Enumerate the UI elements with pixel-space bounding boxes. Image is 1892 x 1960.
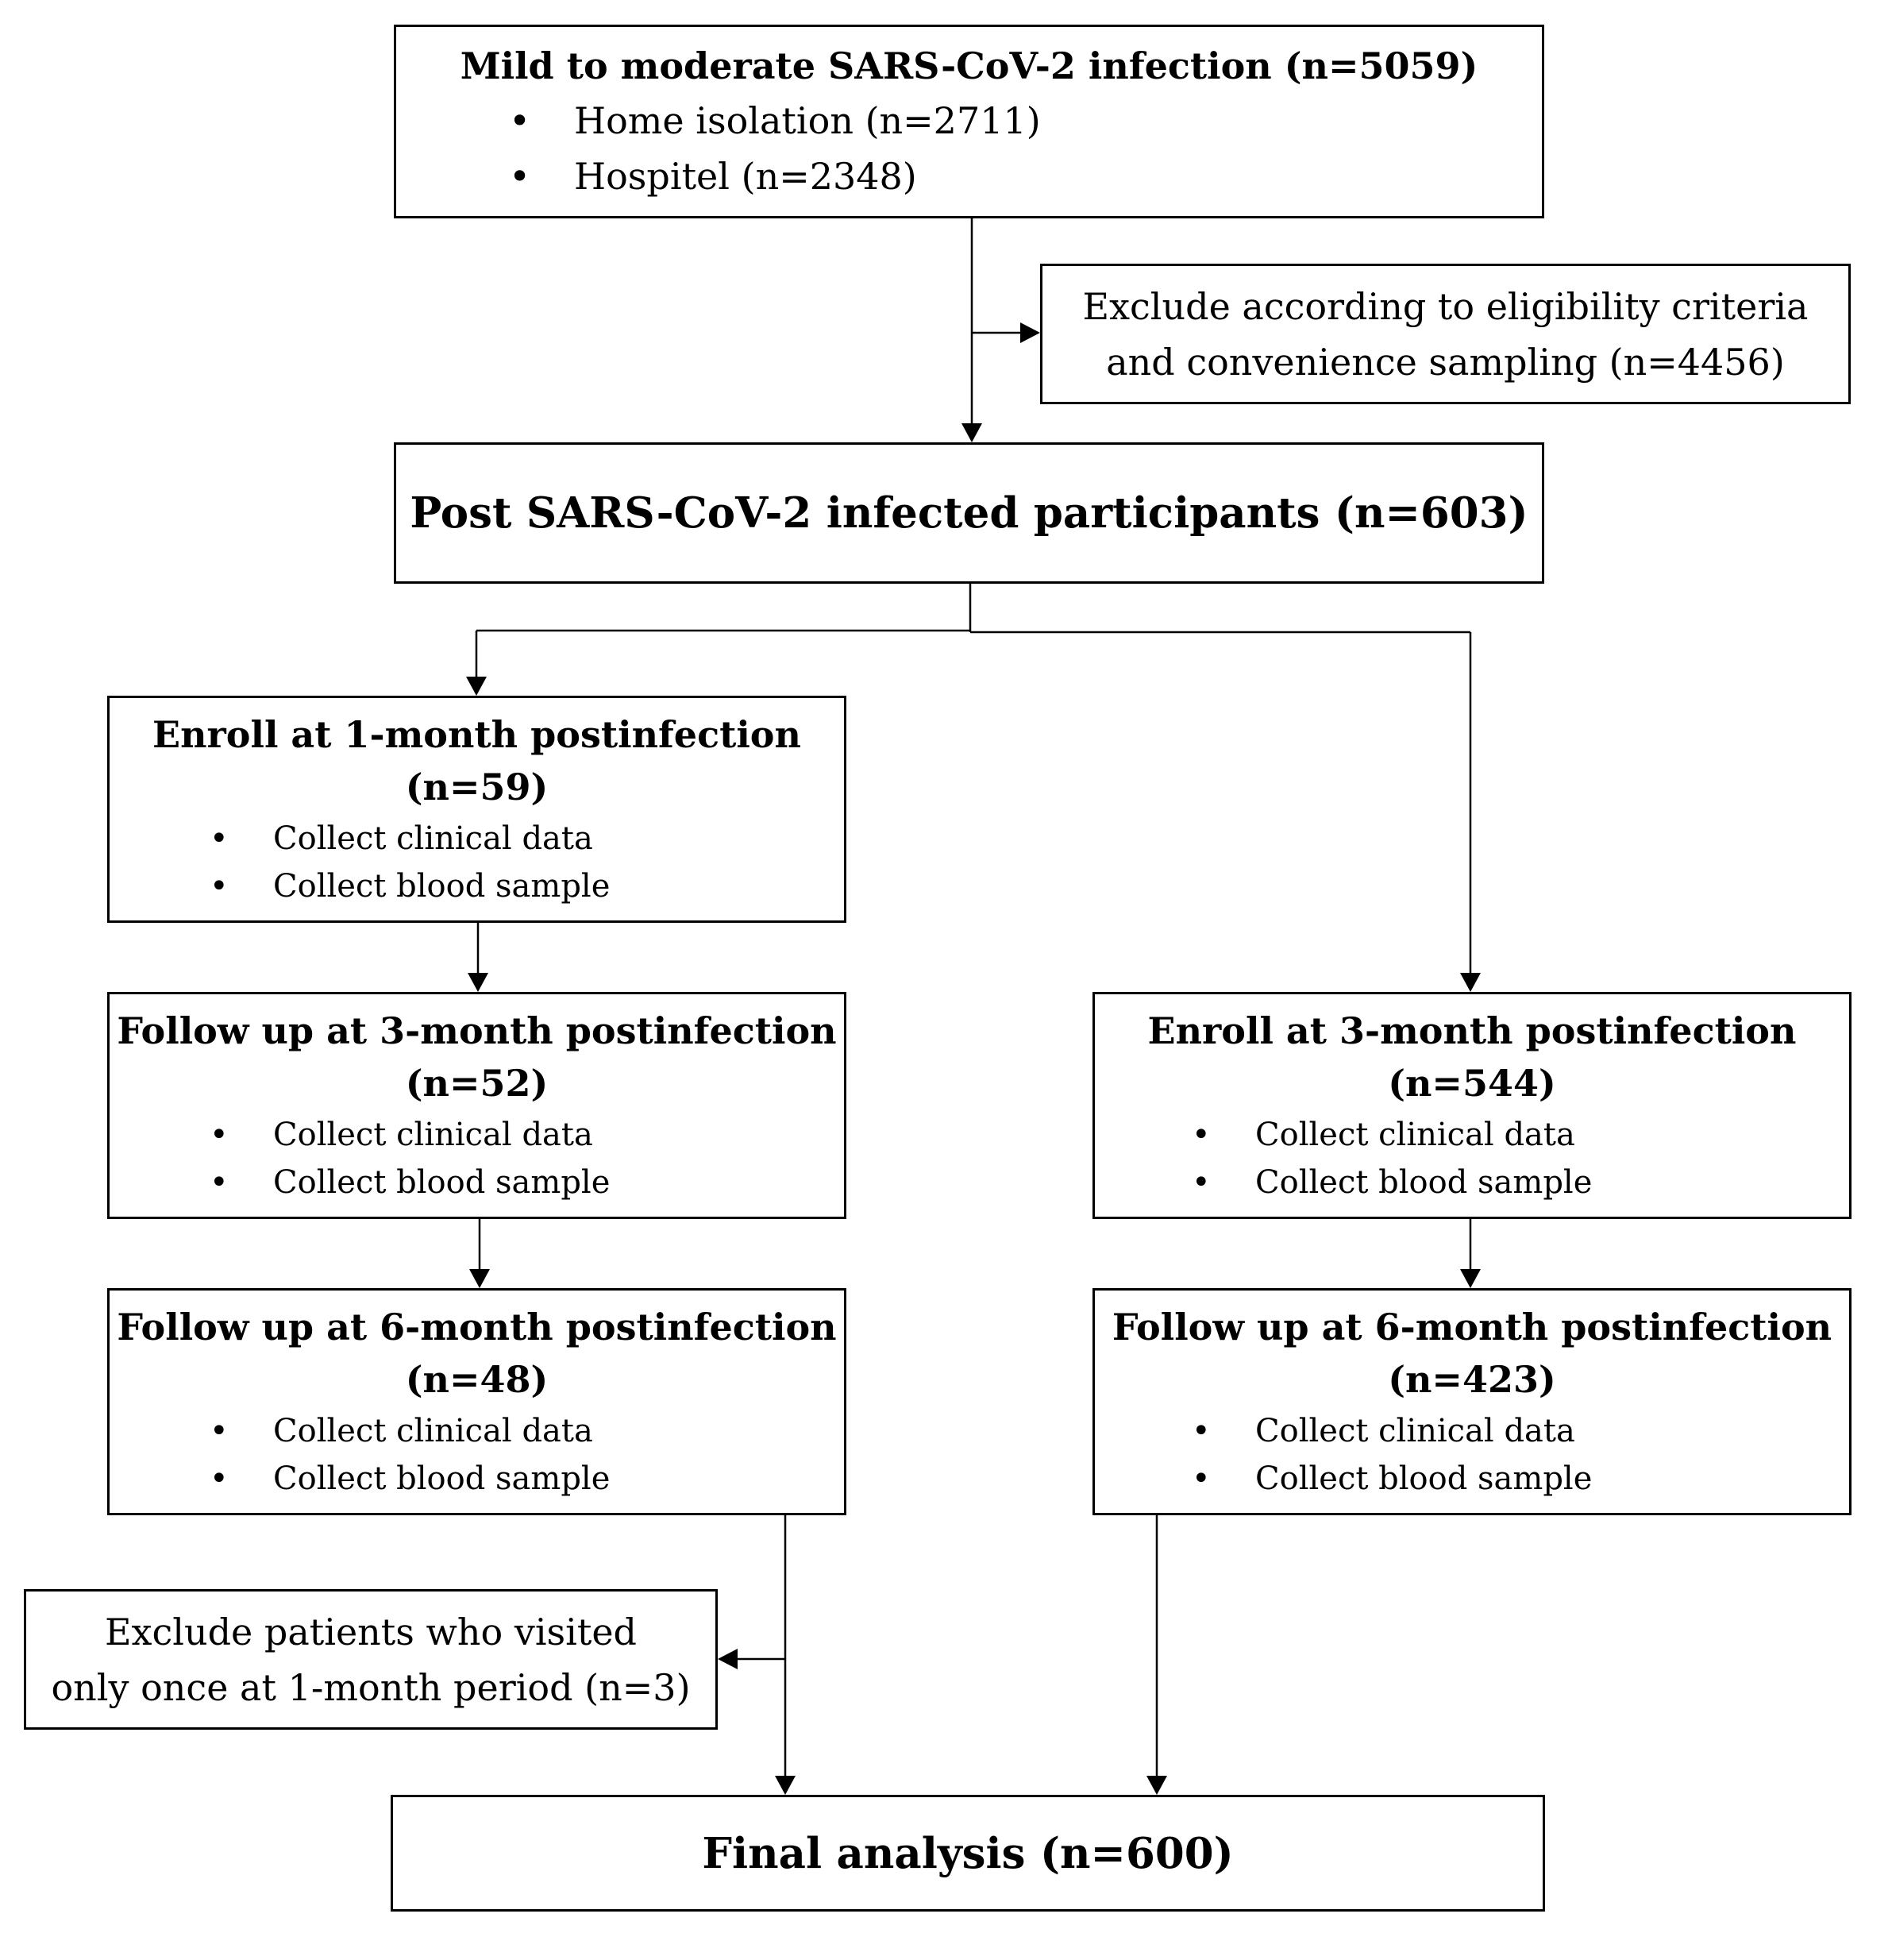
list-item-text: Collect blood sample [273,868,611,905]
exclude-eligibility-line-1: Exclude according to eligibility criteri… [1082,284,1809,328]
box-mild-to-moderate-infection: Mild to moderate SARS-CoV-2 infection (n… [394,25,1544,218]
list-item: • Collect blood sample [210,1159,844,1206]
exclude-once-line-2: only once at 1-month period (n=3) [51,1665,691,1709]
box-enroll-1-month-count: (n=59) [405,766,549,808]
arrowhead-exclude-eligibility [1020,322,1040,343]
bullet-icon: • [210,1460,229,1497]
list-item-text: Collect blood sample [273,1164,611,1201]
box-follow-up-6-month-left: Follow up at 6-month postinfection (n=48… [107,1288,846,1515]
list-item-text: Home isolation (n=2711) [574,99,1041,142]
box-exclude-single-visit: Exclude patients who visited only once a… [24,1589,718,1730]
list-item: • Collect blood sample [1192,1159,1849,1206]
arrowhead-enroll-1m [466,677,487,696]
arrowhead-follow-6m-b [1460,1269,1481,1288]
list-item-text: Collect blood sample [1255,1460,1593,1497]
box-enroll-1-month: Enroll at 1-month postinfection (n=59) •… [107,696,846,923]
box-follow-up-6-month-left-title: Follow up at 6-month postinfection [117,1306,837,1348]
list-item: • Collect clinical data [210,815,844,862]
bullet-icon: • [509,99,531,142]
box-post-infected-participants: Post SARS-CoV-2 infected participants (n… [394,442,1544,584]
box-final-title: Final analysis (n=600) [702,1828,1234,1878]
bullet-icon: • [210,868,229,905]
box-follow-up-6-month-right-count: (n=423) [1388,1358,1556,1401]
list-item-text: Collect clinical data [1255,1413,1575,1449]
list-item: • Home isolation (n=2711) [509,93,1526,149]
arrowhead-final-left [775,1776,796,1795]
box-mild-list: • Home isolation (n=2711) • Hospitel (n=23… [509,93,1526,204]
box-follow-up-6-month-right: Follow up at 6-month postinfection (n=42… [1092,1288,1852,1515]
bullet-icon: • [1192,1413,1211,1449]
box-follow-up-3-month-title: Follow up at 3-month postinfection [117,1009,837,1052]
bullet-icon: • [210,820,229,857]
exclude-once-line-1: Exclude patients who visited [104,1610,638,1653]
list-item-text: Collect clinical data [1255,1117,1575,1153]
list-item-text: Collect blood sample [273,1460,611,1497]
box-follow-up-6-month-left-count: (n=48) [405,1358,549,1401]
box-enroll-1-month-title: Enroll at 1-month postinfection [152,713,801,756]
list-item: • Collect blood sample [1192,1455,1849,1503]
box-enroll-3-month-count: (n=544) [1388,1062,1556,1105]
box-follow-up-6-month-right-list: • Collect clinical data • Collect blood sa… [1192,1407,1849,1503]
bullet-icon: • [1192,1460,1211,1497]
list-item: • Collect blood sample [210,1455,844,1503]
list-item-text: Hospitel (n=2348) [574,155,917,198]
box-exclude-eligibility: Exclude according to eligibility criteri… [1040,264,1851,404]
list-item-text: Collect clinical data [273,1413,593,1449]
box-post-title: Post SARS-CoV-2 infected participants (n… [410,488,1528,538]
bullet-icon: • [210,1117,229,1153]
list-item-text: Collect clinical data [273,1117,593,1153]
box-enroll-3-month-title: Enroll at 3-month postinfection [1147,1009,1797,1052]
arrowhead-final-right [1146,1776,1167,1795]
list-item: • Collect clinical data [210,1407,844,1455]
arrowhead-follow-6m-a [469,1269,490,1288]
list-item-text: Collect blood sample [1255,1164,1593,1201]
list-item: • Collect clinical data [1192,1407,1849,1455]
box-follow-up-3-month-list: • Collect clinical data • Collect blood sa… [210,1111,844,1206]
box-follow-up-3-month: Follow up at 3-month postinfection (n=52… [107,992,846,1219]
box-final-analysis: Final analysis (n=600) [391,1795,1545,1912]
box-mild-title: Mild to moderate SARS-CoV-2 infection (n… [460,44,1478,87]
bullet-icon: • [210,1164,229,1201]
box-enroll-3-month-list: • Collect clinical data • Collect blood sa… [1192,1111,1849,1206]
bullet-icon: • [1192,1164,1211,1201]
box-enroll-3-month: Enroll at 3-month postinfection (n=544) … [1092,992,1852,1219]
list-item-text: Collect clinical data [273,820,593,857]
list-item: • Collect blood sample [210,862,844,910]
list-item: • Collect clinical data [210,1111,844,1159]
list-item: • Hospitel (n=2348) [509,149,1526,204]
box-enroll-1-month-list: • Collect clinical data • Collect blood sa… [210,815,844,910]
box-follow-up-6-month-left-list: • Collect clinical data • Collect blood sa… [210,1407,844,1503]
list-item: • Collect clinical data [1192,1111,1849,1159]
box-follow-up-3-month-count: (n=52) [405,1062,549,1105]
exclude-eligibility-line-2: and convenience sampling (n=4456) [1106,340,1785,384]
bullet-icon: • [509,155,531,198]
bullet-icon: • [210,1413,229,1449]
bullet-icon: • [1192,1117,1211,1153]
arrowhead-post [961,423,982,442]
arrowhead-enroll-3m [1460,973,1481,992]
box-follow-up-6-month-right-title: Follow up at 6-month postinfection [1112,1306,1832,1348]
arrowhead-exclude-once [718,1649,738,1669]
arrowhead-follow-3m [468,973,488,992]
